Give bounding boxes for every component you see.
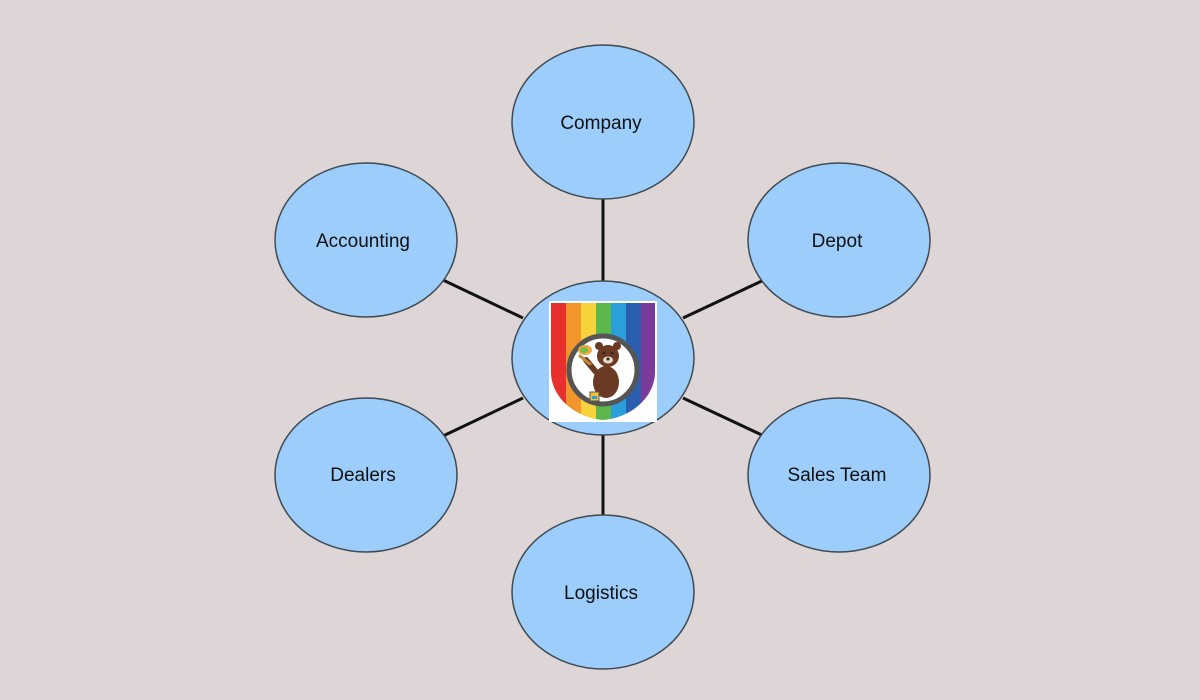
node-sales-team-label: Sales Team — [788, 465, 887, 486]
node-company-label: Company — [560, 113, 642, 134]
node-depot: Depot — [747, 162, 931, 318]
bear-icon — [578, 342, 621, 402]
rainbow-bear-logo-icon — [549, 301, 657, 422]
node-company: Company — [511, 44, 695, 200]
node-logistics-label: Logistics — [564, 583, 638, 604]
node-accounting: Accounting — [274, 162, 458, 318]
node-company-shape — [511, 44, 695, 200]
node-dealers-label: Dealers — [330, 465, 395, 486]
node-dealers: Dealers — [274, 397, 458, 553]
node-accounting-shape — [274, 162, 458, 318]
edges — [442, 199, 765, 515]
edge-sales-team — [682, 396, 765, 438]
edge-accounting — [442, 278, 524, 320]
edge-depot — [682, 278, 765, 320]
node-accounting-label: Accounting — [316, 231, 410, 252]
node-logistics-shape — [511, 514, 695, 670]
node-sales-team: Sales Team — [747, 397, 931, 553]
edge-dealers — [442, 396, 524, 438]
hub-node — [511, 280, 695, 436]
node-dealers-shape — [274, 397, 458, 553]
node-logistics: Logistics — [511, 514, 695, 670]
node-sales-team-shape — [747, 397, 931, 553]
node-depot-label: Depot — [812, 231, 863, 252]
node-depot-shape — [747, 162, 931, 318]
